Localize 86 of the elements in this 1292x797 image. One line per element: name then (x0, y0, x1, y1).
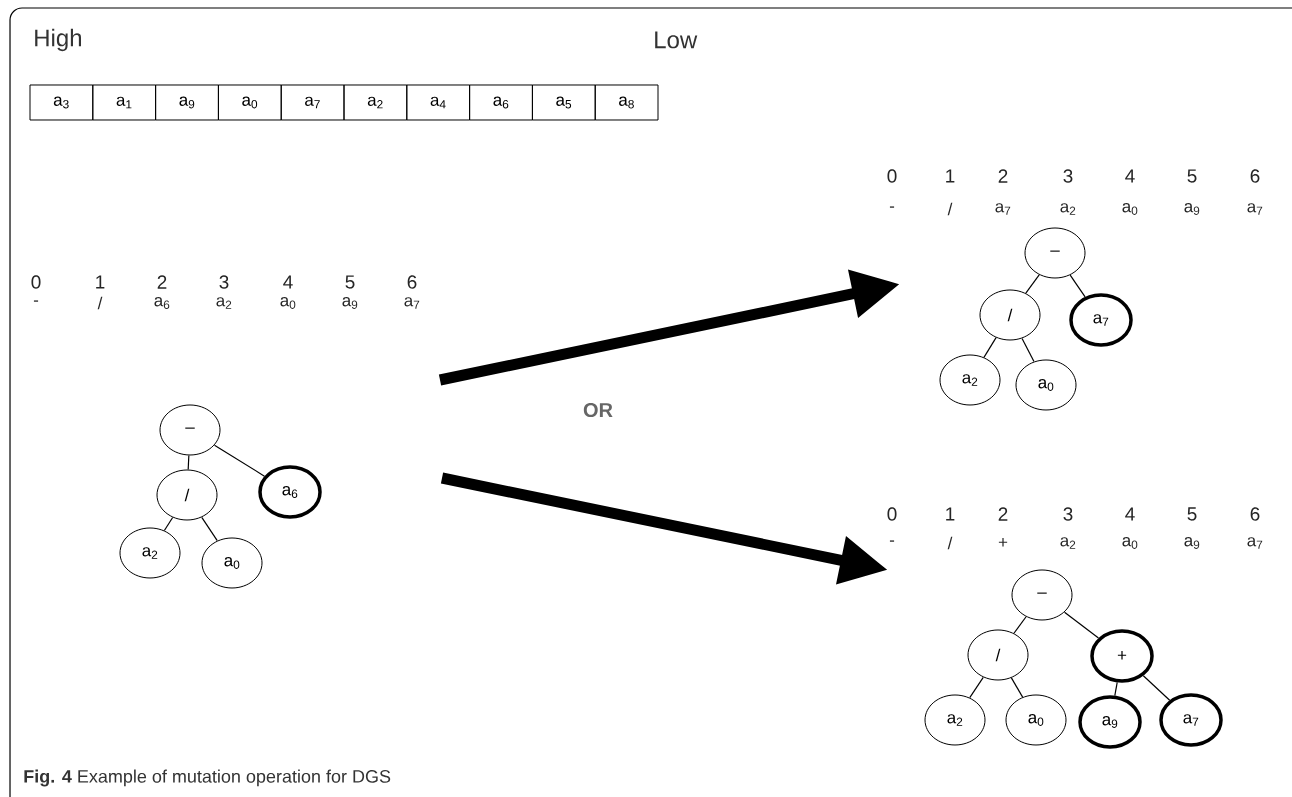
index-number: 4 (1125, 169, 1135, 183)
index-number: 3 (1063, 507, 1073, 521)
gene-symbol: a$_{7}$ (1247, 537, 1263, 549)
index-number: 4 (283, 275, 293, 289)
index-number: 2 (998, 507, 1008, 521)
gene-symbol: a$_{2}$ (1060, 537, 1076, 549)
or-text: OR (583, 402, 613, 418)
gene-symbol: a$_{0}$ (1122, 203, 1138, 215)
gene-symbol: - (889, 540, 895, 542)
gene-symbol: a$_{2}$ (216, 297, 232, 309)
tree-node: / (967, 629, 1029, 681)
tree-node: / (979, 289, 1041, 341)
tree-branch (1013, 616, 1027, 634)
gene-symbol: a$_{7}$ (1247, 203, 1263, 215)
gene-symbol: / (947, 202, 953, 216)
tree-branch (1025, 274, 1040, 294)
index-number: 2 (157, 275, 167, 289)
tree-node: / (156, 469, 218, 521)
heading-text: Low (655, 31, 698, 49)
tree-branch (1010, 677, 1024, 698)
index-number: 5 (1187, 169, 1197, 183)
index-number: 6 (1250, 169, 1260, 183)
array-cell: a$_{0}$ (217, 84, 282, 121)
gene-symbol: a$_{7}$ (404, 297, 420, 309)
gene-symbol: a$_{0}$ (1122, 537, 1138, 549)
tree-node: – (1024, 227, 1086, 279)
array-cell: a$_{5}$ (531, 84, 596, 121)
tree-node: – (159, 404, 221, 456)
array-cell: a$_{3}$ (29, 84, 94, 121)
tree-branch (201, 516, 218, 542)
array-cell: a$_{6}$ (469, 84, 533, 121)
tree-node: a$_{2}$ (119, 527, 181, 579)
tree-branch (1114, 681, 1118, 697)
index-number: 0 (31, 275, 41, 289)
index-number: 3 (1063, 169, 1073, 183)
tree-branch (1069, 274, 1086, 298)
index-number: 1 (96, 275, 105, 289)
tree-node: a$_{2}$ (924, 694, 986, 746)
gene-symbol: a$_{9}$ (1184, 203, 1200, 215)
index-number: 6 (407, 275, 417, 289)
tree-branch (1063, 611, 1100, 639)
tree-node: – (1011, 569, 1073, 621)
caption: Fig. 4 Example of mutation operation for DGS (24, 769, 391, 787)
index-number: 3 (219, 275, 229, 289)
gene-symbol: / (97, 296, 103, 310)
tree-node: a$_{2}$ (939, 354, 1001, 406)
tree-node: a$_{6}$ (258, 465, 322, 519)
index-number: 4 (1125, 507, 1135, 521)
heading-text: High (35, 28, 81, 52)
index-number: 2 (998, 169, 1008, 183)
tree-branch (1021, 337, 1035, 363)
gene-symbol: / (947, 536, 953, 550)
index-number: 0 (887, 507, 897, 521)
tree-branch (969, 676, 984, 699)
tree-node: + (1090, 629, 1154, 683)
array-cell: a$_{2}$ (343, 84, 408, 121)
tree-branch (983, 337, 997, 358)
gene-symbol: a$_{0}$ (280, 297, 296, 309)
index-number: 5 (345, 275, 355, 289)
gene-symbol: a$_{6}$ (154, 297, 170, 309)
array-cell: a$_{8}$ (594, 84, 659, 121)
array-cell: a$_{7}$ (280, 84, 345, 121)
index-number: 6 (1250, 507, 1260, 521)
tree-branch (1142, 675, 1171, 701)
tree-node: a$_{7}$ (1069, 293, 1133, 347)
index-number: 0 (887, 169, 897, 183)
tree-branch (213, 444, 266, 477)
gene-symbol: a$_{9}$ (1184, 537, 1200, 549)
array-cell: a$_{4}$ (406, 84, 471, 121)
tree-node: a$_{0}$ (1015, 359, 1077, 411)
tree-node: a$_{0}$ (1005, 694, 1067, 746)
gene-symbol: - (33, 300, 39, 302)
tree-node: a$_{0}$ (201, 537, 263, 589)
array-cell: a$_{1}$ (92, 84, 157, 121)
tree-branch (163, 516, 174, 532)
gene-symbol: a$_{7}$ (995, 203, 1011, 215)
tree-node: a$_{9}$ (1078, 695, 1142, 749)
gene-symbol: + (998, 538, 1008, 547)
index-number: 5 (1187, 507, 1197, 521)
tree-node: a$_{7}$ (1159, 693, 1223, 747)
array-cell: a$_{9}$ (155, 84, 219, 121)
index-number: 1 (946, 507, 955, 521)
tree-branch (187, 454, 190, 471)
gene-symbol: - (889, 206, 895, 208)
index-number: 1 (946, 169, 955, 183)
gene-symbol: a$_{9}$ (342, 297, 358, 309)
